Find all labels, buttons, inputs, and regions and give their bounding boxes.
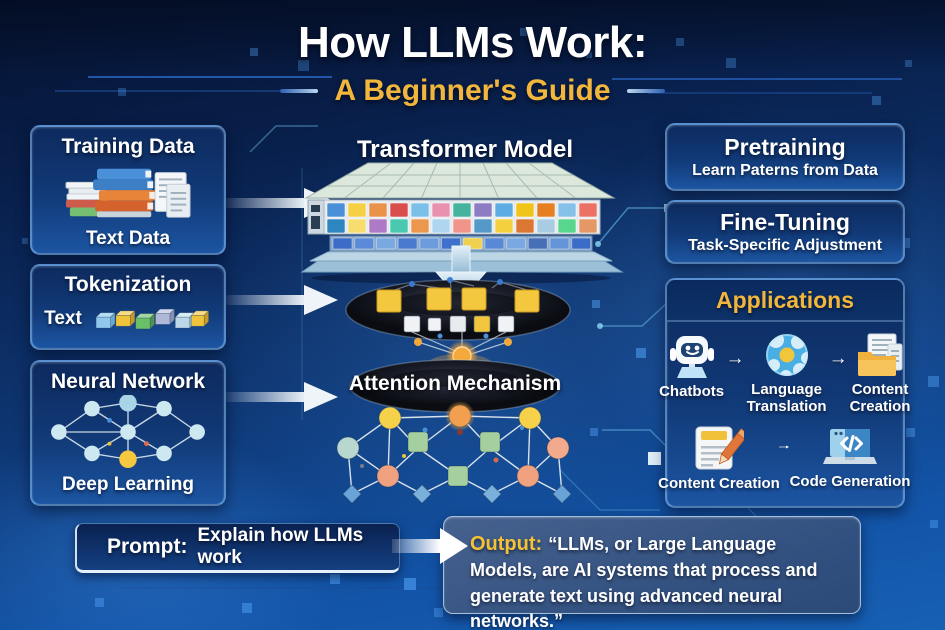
tokenization-panel: Tokenization Text xyxy=(30,264,226,350)
app-label-language-translation: Language Translation xyxy=(746,381,827,415)
app-item-content-creation-1: Content Creation xyxy=(849,332,911,416)
neural-network-title: Neural Network xyxy=(50,370,206,393)
neural-network-caption: Deep Learning xyxy=(62,474,194,495)
books-icon xyxy=(65,168,191,218)
neural-network-icon xyxy=(51,394,205,469)
app-item-chatbots: Chatbots xyxy=(659,332,725,401)
app-item-code-generation: Code Generation xyxy=(790,426,910,491)
fine-tuning-title: Fine-Tuning xyxy=(720,208,850,235)
output-quote: “LLMs, or Large Language Models, are AI … xyxy=(470,534,818,630)
app-item-language-translation: Language Translation xyxy=(747,332,827,416)
prompt-label: Prompt: xyxy=(107,535,188,558)
arrow-right-icon: → xyxy=(828,348,848,369)
app-label-content-creation-1: Content Creation xyxy=(849,381,911,415)
applications-row-1: Chatbots → Language Translation → xyxy=(659,332,910,416)
folder-docs-icon xyxy=(858,333,903,376)
app-item-content-creation-2: Content Creation xyxy=(658,424,780,493)
app-label-content-creation-2: Content Creation xyxy=(658,474,780,492)
page-title: How LLMs Work: xyxy=(297,18,648,67)
app-label-chatbots: Chatbots xyxy=(659,383,725,400)
robot-icon xyxy=(669,336,714,378)
applications-header: Applications xyxy=(667,280,903,322)
training-data-panel: Training Data Text Data xyxy=(30,125,226,255)
flow-arrow-tokenization-to-model xyxy=(226,285,338,315)
prompt-bar: Prompt: Explain how LLMs work xyxy=(75,523,400,573)
output-label: Output: xyxy=(470,533,543,555)
token-cubes-icon xyxy=(95,308,210,330)
transformer-model-title: Transformer Model xyxy=(356,136,574,163)
applications-panel: Applications Chatbots → xyxy=(658,278,910,508)
prompt-to-output-arrow xyxy=(392,528,468,564)
prompt-text: Explain how LLMs work xyxy=(197,525,364,568)
pretraining-panel: Pretraining Learn Paterns from Data xyxy=(665,123,905,191)
app-label-code-generation: Code Generation xyxy=(789,472,911,490)
neural-network-panel: Neural Network Deep Learning xyxy=(30,360,226,506)
fine-tuning-panel: Fine-Tuning Task-Specific Adjustment xyxy=(665,200,905,264)
fine-tuning-subtitle: Task-Specific Adjustment xyxy=(688,237,882,255)
arrow-right-icon xyxy=(779,445,789,449)
attention-mechanism-label: Attention Mechanism xyxy=(348,372,562,395)
globe-icon xyxy=(765,334,808,376)
pretraining-title: Pretraining xyxy=(724,133,846,160)
applications-title: Applications xyxy=(715,286,854,313)
subtitle-dash-right xyxy=(626,89,665,93)
laptop-code-icon xyxy=(823,428,877,464)
transformer-stack-graphic xyxy=(300,162,624,504)
page-subtitle: A Beginner's Guide xyxy=(334,74,611,107)
document-pencil-icon xyxy=(695,426,744,470)
training-data-caption: Text Data xyxy=(85,228,171,249)
arrow-right-icon: → xyxy=(725,348,745,369)
output-box: Output:“LLMs, or Large Language Models, … xyxy=(443,516,861,630)
training-data-title: Training Data xyxy=(61,135,195,158)
page-subtitle-row: A Beginner's Guide xyxy=(0,74,945,108)
tokenization-title: Tokenization xyxy=(64,273,192,296)
flow-arrow-neural-to-attention xyxy=(226,382,338,412)
tokenization-caption: Text xyxy=(44,308,82,329)
output-text: Output:“LLMs, or Large Language Models, … xyxy=(470,530,846,630)
subtitle-dash-left xyxy=(280,89,319,93)
pretraining-subtitle: Learn Paterns from Data xyxy=(692,162,878,180)
applications-row-2: Content Creation Code Generation xyxy=(658,424,910,493)
